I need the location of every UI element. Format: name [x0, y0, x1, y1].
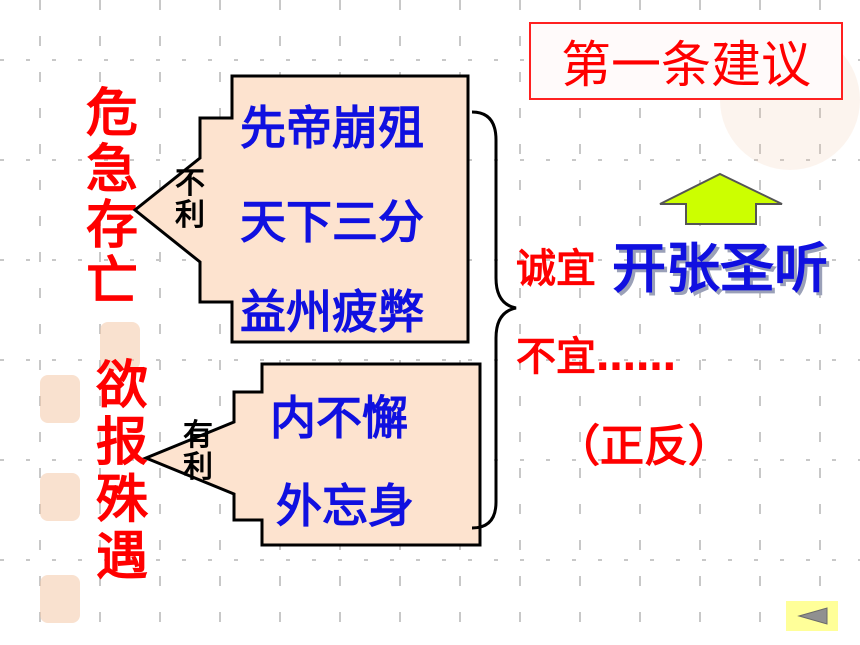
top-item-1: 先帝崩殂 — [240, 101, 424, 155]
title-box: 第一条建议 — [529, 22, 843, 100]
left-top-vertical-text: 危急存亡 — [85, 84, 138, 312]
top-side-label: 不利 — [175, 166, 205, 233]
top-item-2: 天下三分 — [240, 195, 424, 249]
top-item-3: 益州疲弊 — [240, 285, 424, 339]
left-bottom-vertical-text: 欲报殊遇 — [95, 356, 148, 587]
bottom-callout-shape — [142, 362, 482, 547]
previous-slide-button[interactable] — [786, 601, 838, 631]
title-text: 第一条建议 — [561, 36, 811, 94]
bu-yi-text: 不宜…… — [516, 334, 676, 380]
cheng-yi-text: 诚宜 — [516, 246, 596, 292]
bottom-side-label: 有利 — [183, 418, 213, 485]
main-phrase-text: 开张圣听 — [612, 237, 828, 300]
bottom-item-2: 外忘身 — [276, 479, 414, 533]
right-brace — [471, 110, 517, 530]
zheng-fan-text: （正反） — [556, 421, 732, 472]
triangle-left-icon — [797, 607, 828, 625]
up-arrow-shape — [659, 172, 783, 225]
bottom-item-1: 内不懈 — [270, 391, 408, 445]
top-callout-shape — [132, 74, 470, 344]
